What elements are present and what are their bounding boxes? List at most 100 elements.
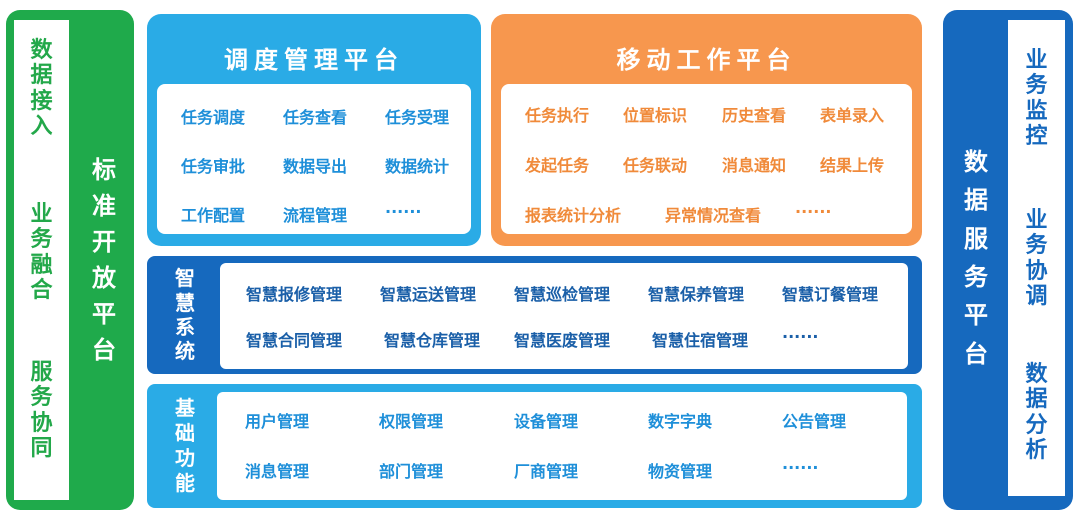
mobile-items-box: 任务执行 位置标识 历史查看 表单录入 发起任务 任务联动 消息通知 结果上传 … xyxy=(501,84,912,234)
title-char: 平 xyxy=(92,300,116,328)
smart-item: 智慧保养管理 xyxy=(648,285,745,304)
dispatch-item: 任务查看 xyxy=(283,108,348,127)
right-group-char: 据 xyxy=(1025,387,1048,413)
basic-functions-items-box: 用户管理 权限管理 设备管理 数字字典 公告管理 消息管理 部门管理 厂商管理 … xyxy=(217,392,907,500)
mobile-item: 结果上传 xyxy=(820,156,885,175)
left-group-char: 务 xyxy=(30,385,53,411)
mobile-item: 异常情况查看 xyxy=(665,206,762,225)
title-char: 平 xyxy=(964,301,988,330)
mobile-item: 位置标识 xyxy=(623,106,688,125)
smart-item: 智慧巡检管理 xyxy=(514,285,611,304)
left-group-service-collaboration: 服 务 协 同 xyxy=(14,360,69,461)
dispatch-item: 数据导出 xyxy=(283,157,348,176)
left-group-char: 务 xyxy=(30,227,53,253)
title-char: 准 xyxy=(92,192,116,220)
right-group-char: 控 xyxy=(1025,123,1048,149)
title-char: 开 xyxy=(92,228,116,256)
mobile-item: 消息通知 xyxy=(722,156,787,175)
left-group-char: 接 xyxy=(30,88,53,114)
data-service-platform-title: 数 据 服 务 平 台 xyxy=(954,20,998,496)
left-group-char: 数 xyxy=(30,38,53,63)
right-group-char: 数 xyxy=(1025,362,1048,387)
right-group-char: 分 xyxy=(1025,412,1048,438)
title-char: 台 xyxy=(92,336,116,364)
title-char: 放 xyxy=(92,264,116,292)
right-group-business-coordination: 业 务 协 调 xyxy=(1008,208,1065,309)
left-capabilities-box: 数 据 接 入 业 务 融 合 服 务 协 同 xyxy=(14,20,69,500)
base-item: 公告管理 xyxy=(782,412,847,431)
right-group-char: 务 xyxy=(1025,233,1048,259)
dispatch-items-box: 任务调度 任务查看 任务受理 任务审批 数据导出 数据统计 工作配置 流程管理 … xyxy=(157,84,471,234)
left-group-char: 融 xyxy=(30,252,53,278)
right-group-char: 调 xyxy=(1025,283,1048,309)
base-item: 用户管理 xyxy=(245,412,310,431)
dispatch-item: 任务受理 xyxy=(385,108,450,127)
standard-open-platform-title: 标 准 开 放 平 台 xyxy=(84,20,124,500)
base-item: 物资管理 xyxy=(648,462,713,481)
title-char: 务 xyxy=(964,263,988,291)
left-group-char: 同 xyxy=(30,435,53,461)
dispatch-item: 任务审批 xyxy=(181,157,246,176)
dispatch-platform-title: 调度管理平台 xyxy=(224,46,404,74)
mobile-item: 发起任务 xyxy=(525,156,590,175)
left-group-data-access: 数 据 接 入 xyxy=(14,38,69,139)
right-group-char: 务 xyxy=(1025,73,1048,99)
dispatch-ellipsis: ...... xyxy=(385,198,422,217)
base-item: 厂商管理 xyxy=(514,462,579,481)
right-group-char: 业 xyxy=(1025,48,1048,73)
right-capabilities-box: 业 务 监 控 业 务 协 调 数 据 分 析 xyxy=(1008,20,1065,496)
dispatch-management-platform-panel: 调度管理平台 任务调度 任务查看 任务受理 任务审批 数据导出 数据统计 工作配… xyxy=(147,14,481,246)
mobile-item: 报表统计分析 xyxy=(525,206,622,225)
dispatch-item: 流程管理 xyxy=(283,206,348,225)
left-group-char: 据 xyxy=(30,63,53,89)
label-char: 础 xyxy=(175,421,195,445)
dispatch-item: 数据统计 xyxy=(385,157,450,176)
title-char: 标 xyxy=(92,156,116,184)
left-group-char: 合 xyxy=(30,277,53,303)
smart-item: 智慧医废管理 xyxy=(514,331,611,350)
smart-item: 智慧运送管理 xyxy=(380,285,477,304)
right-group-business-monitoring: 业 务 监 控 xyxy=(1008,48,1065,149)
base-item: 消息管理 xyxy=(245,462,310,481)
left-group-char: 服 xyxy=(30,360,53,385)
right-group-char: 业 xyxy=(1025,208,1048,233)
label-char: 功 xyxy=(175,446,195,470)
smart-ellipsis: ...... xyxy=(782,323,819,342)
mobile-item: 任务执行 xyxy=(525,106,590,125)
base-item: 设备管理 xyxy=(514,412,579,431)
base-item: 权限管理 xyxy=(379,412,444,431)
right-group-char: 析 xyxy=(1025,437,1048,463)
label-char: 系 xyxy=(175,315,195,339)
title-char: 台 xyxy=(964,339,988,368)
smart-item: 智慧订餐管理 xyxy=(782,285,879,304)
mobile-item: 历史查看 xyxy=(722,106,787,125)
label-char: 能 xyxy=(175,471,195,495)
right-group-data-analysis: 数 据 分 析 xyxy=(1008,362,1065,463)
title-char: 据 xyxy=(964,186,988,215)
label-char: 智 xyxy=(175,266,195,291)
base-item: 部门管理 xyxy=(379,462,444,481)
mobile-ellipsis: ...... xyxy=(795,198,832,217)
mobile-item: 表单录入 xyxy=(820,106,885,125)
label-char: 基 xyxy=(175,396,195,420)
base-item: 数字字典 xyxy=(648,412,713,431)
left-group-business-fusion: 业 务 融 合 xyxy=(14,202,69,303)
basic-functions-label: 基 础 功 能 xyxy=(160,388,210,504)
mobile-work-platform-panel: 移动工作平台 任务执行 位置标识 历史查看 表单录入 发起任务 任务联动 消息通… xyxy=(491,14,922,246)
label-char: 统 xyxy=(175,339,195,364)
smart-system-label: 智 慧 系 统 xyxy=(160,260,210,370)
left-group-char: 入 xyxy=(30,113,53,139)
mobile-platform-title: 移动工作平台 xyxy=(616,46,797,74)
title-char: 数 xyxy=(964,147,988,176)
smart-item: 智慧合同管理 xyxy=(246,331,343,350)
smart-item: 智慧仓库管理 xyxy=(384,331,481,350)
dispatch-item: 工作配置 xyxy=(181,206,246,225)
title-char: 服 xyxy=(964,224,988,253)
right-group-char: 监 xyxy=(1025,98,1048,124)
dispatch-item: 任务调度 xyxy=(181,108,246,127)
left-group-char: 协 xyxy=(30,410,53,436)
smart-system-items-box: 智慧报修管理 智慧运送管理 智慧巡检管理 智慧保养管理 智慧订餐管理 智慧合同管… xyxy=(220,263,908,369)
left-group-char: 业 xyxy=(30,202,53,227)
smart-item: 智慧报修管理 xyxy=(246,285,343,304)
smart-item: 智慧住宿管理 xyxy=(652,331,749,350)
